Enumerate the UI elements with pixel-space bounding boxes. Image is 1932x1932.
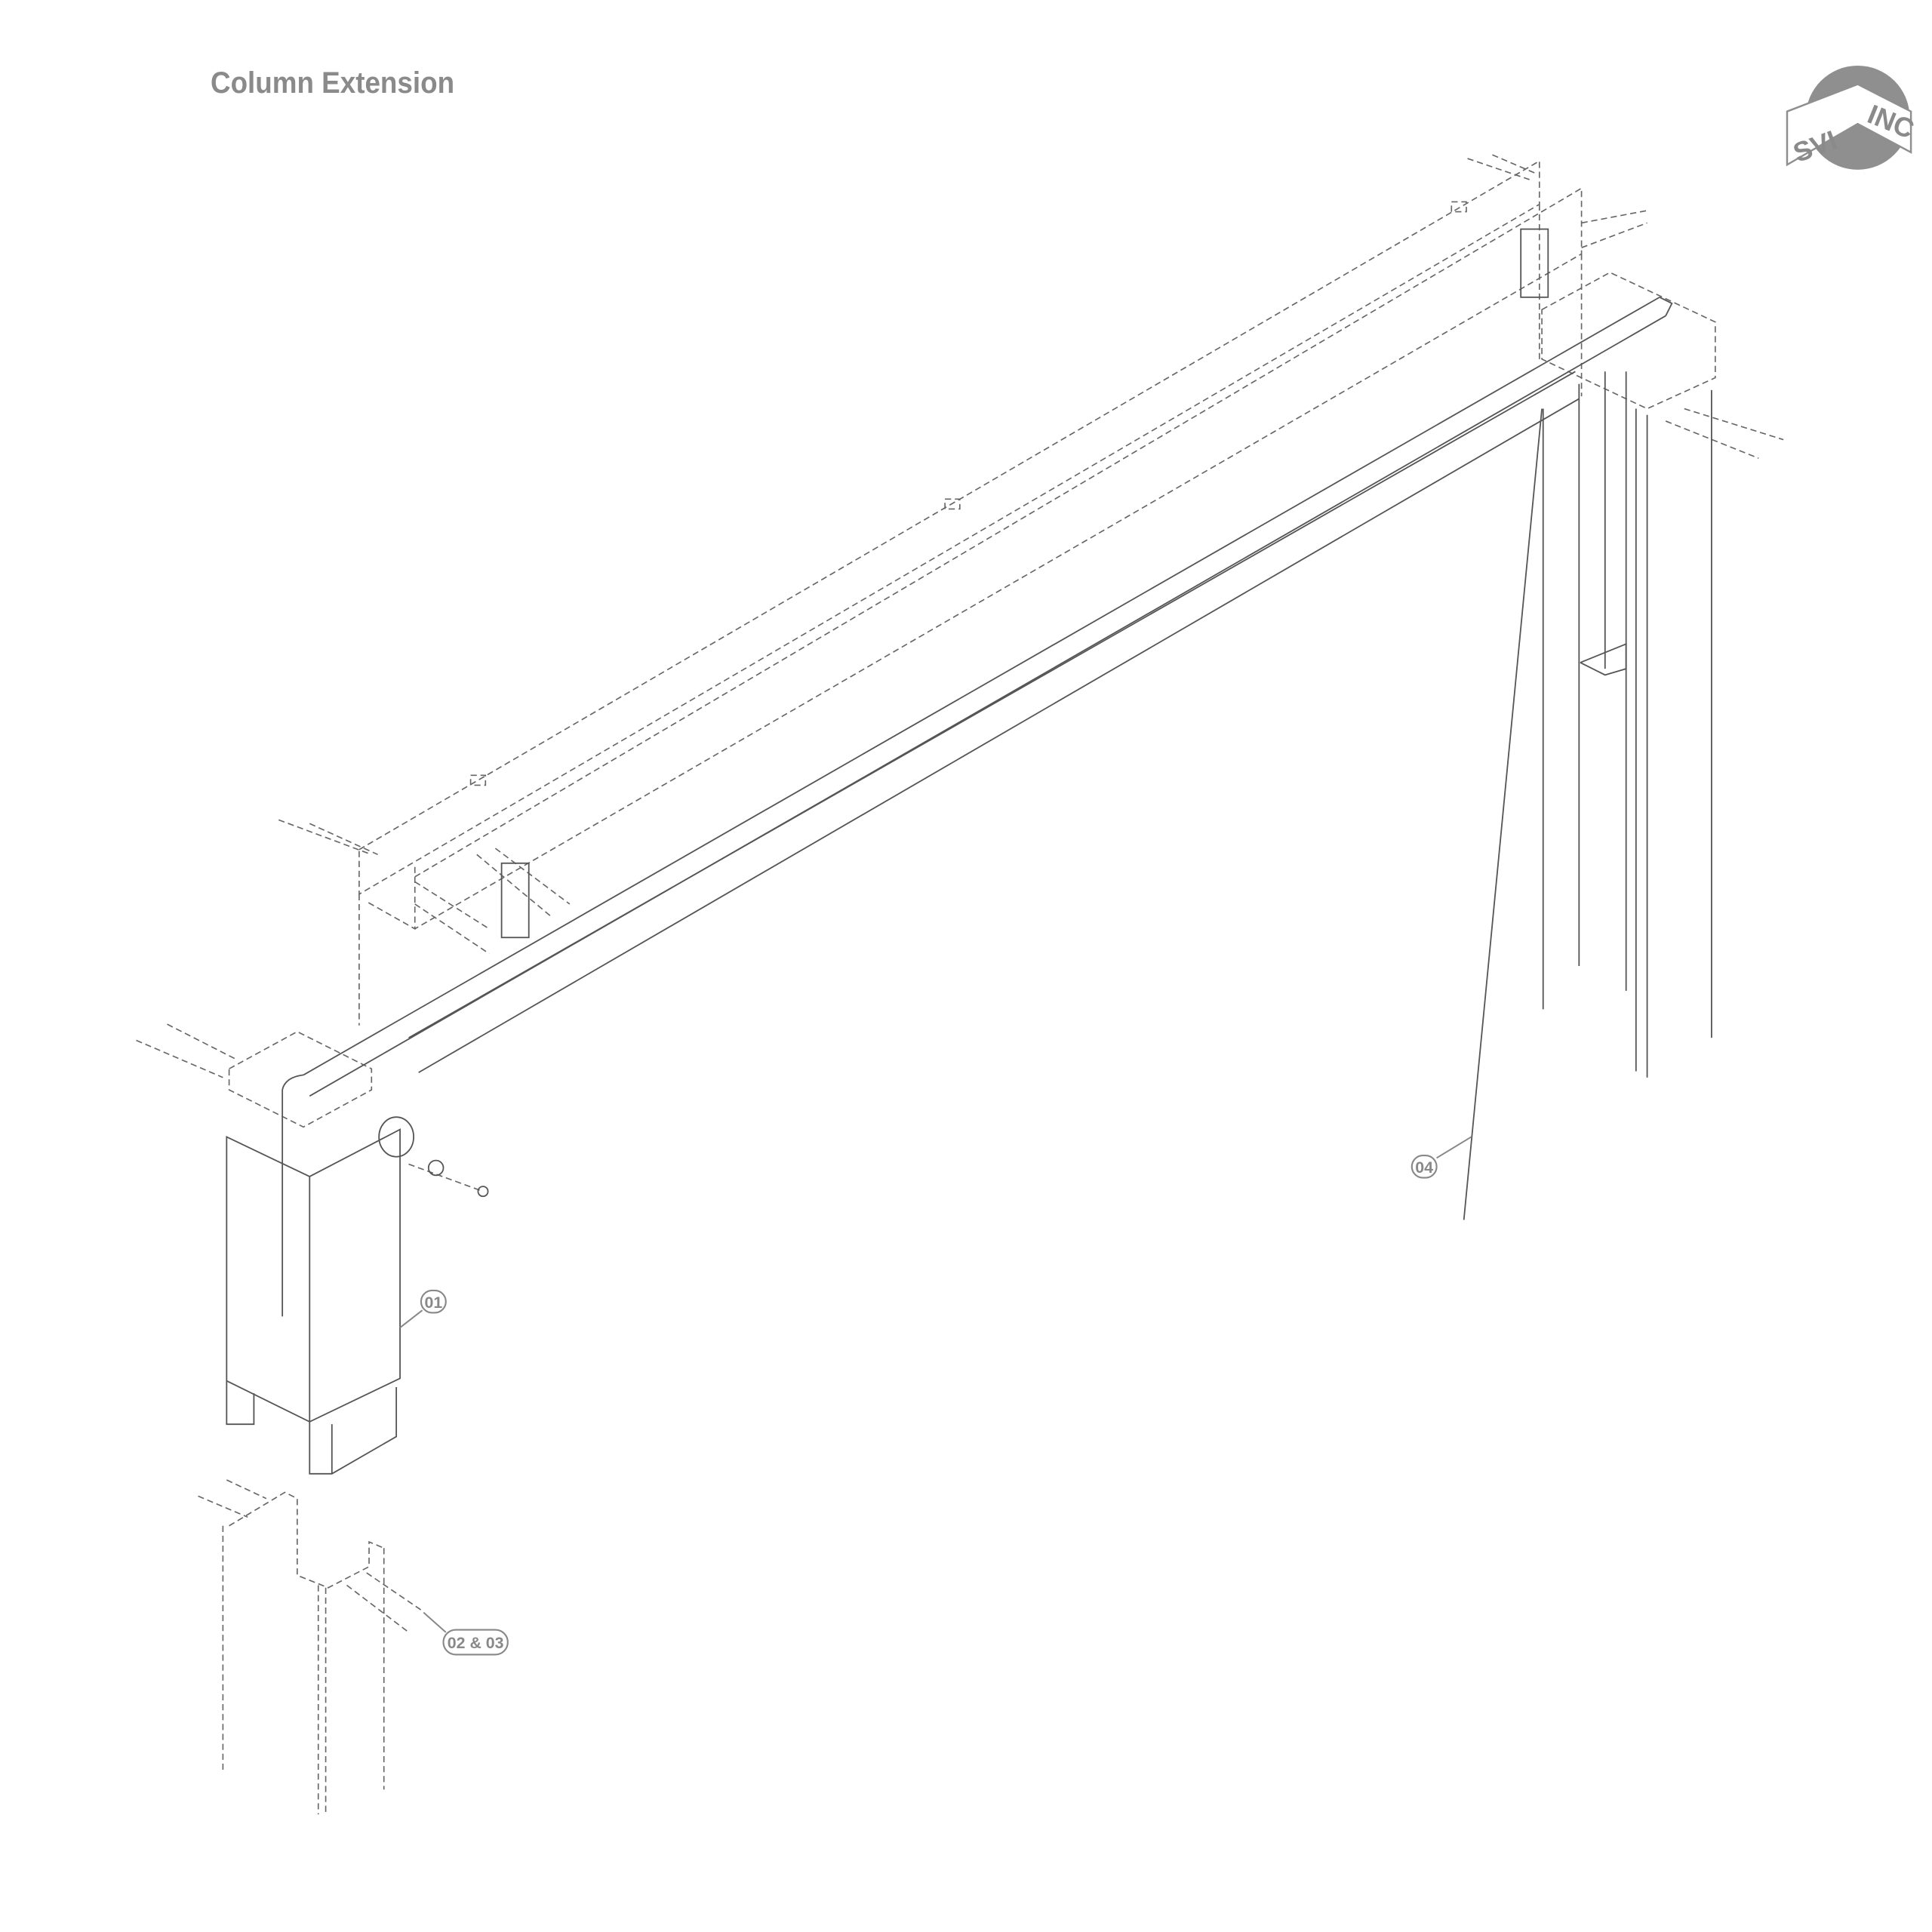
- callout-04: 04: [1411, 1136, 1472, 1179]
- svi-inc-logo: SVI INC: [1786, 65, 1918, 170]
- column-extension-beam: [303, 228, 1673, 1097]
- drawing-title: Column Extension: [211, 66, 455, 100]
- callout-02-03: 02 & 03: [423, 1611, 509, 1656]
- column-04: [1463, 371, 1712, 1220]
- upper-beam-dashed: [136, 154, 1784, 1815]
- callout-label-04: 04: [1415, 1158, 1433, 1177]
- callout-label-01: 01: [424, 1294, 442, 1312]
- column-base-01: [226, 1074, 489, 1475]
- callout-label-02-03: 02 & 03: [448, 1634, 504, 1652]
- callout-01: 01: [399, 1289, 447, 1328]
